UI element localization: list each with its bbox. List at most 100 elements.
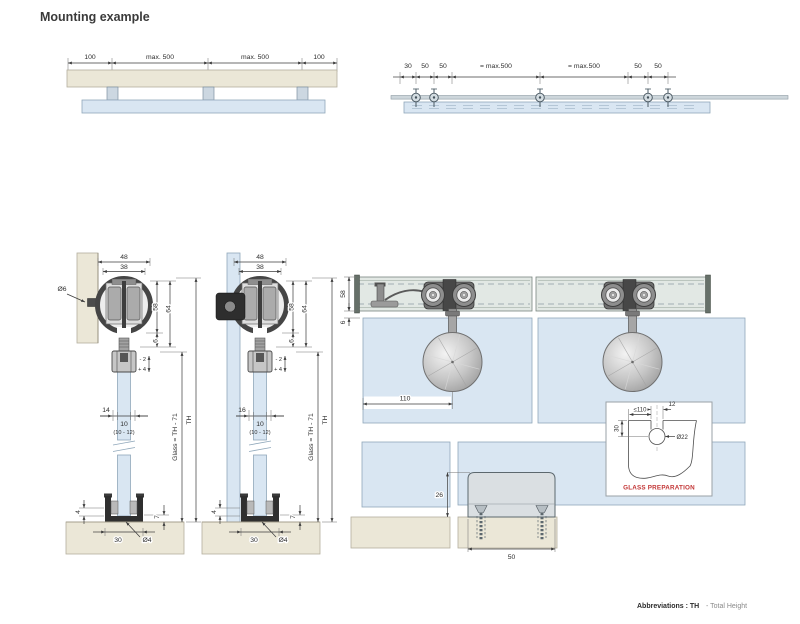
top-elevation-view: 100 max. 500 max. 500 100 (66, 54, 338, 114)
dim-label: 64 (302, 305, 309, 313)
roller (107, 286, 122, 321)
wall-mount-section: Ø6 (57, 252, 201, 555)
hanger-bolt (258, 281, 262, 328)
suspension-point (202, 86, 215, 101)
dim-label: 58 (289, 303, 296, 311)
track-rail (390, 95, 789, 100)
glass-preparation-caption: GLASS PREPARATION (623, 485, 695, 492)
clamp-fastener (663, 88, 673, 107)
dim-label: 26 (435, 492, 443, 499)
glass-height-label: Glass = TH - 71 (308, 413, 315, 461)
dim-label: 6 (153, 339, 160, 343)
dim-label: Ø22 (677, 435, 689, 441)
dim-label: 4 (211, 510, 218, 514)
dim-label: 6 (340, 320, 347, 324)
glass-clamps (411, 88, 673, 107)
dim-label: 50 (421, 63, 429, 70)
dim-label: 4 (75, 510, 82, 514)
floor-screw (535, 505, 549, 541)
dim-label: max. 500 (146, 54, 174, 61)
dim-label: 58 (153, 303, 160, 311)
total-height-label: TH (322, 415, 329, 424)
tolerance-label: - 2 (139, 357, 146, 363)
floor (201, 521, 321, 555)
dim-label: 100 (313, 54, 325, 61)
dim-label: 48 (256, 254, 264, 261)
dim-label: 6 (289, 339, 296, 343)
glass-height-label: Glass = TH - 71 (172, 413, 179, 461)
guide-block (467, 472, 556, 518)
dim-label: 64 (166, 305, 173, 313)
dim-label: 50 (634, 63, 642, 70)
dim-label: 12 (669, 402, 676, 408)
tolerance-label: + 4 (274, 367, 282, 373)
total-height-label: TH (186, 415, 193, 424)
glass-panel-plan (403, 101, 711, 114)
abbreviations-label: Abbreviations : TH (637, 603, 699, 610)
clamp-bolt (224, 300, 236, 313)
dimension-lines (393, 72, 676, 84)
dim-label: Ø4 (278, 537, 287, 544)
clamp-fastener (535, 88, 545, 107)
adjustment-thread (118, 337, 130, 352)
dim-label: = max.500 (568, 63, 600, 70)
page-title: Mounting example (40, 10, 150, 24)
dim-label: max. 500 (241, 54, 269, 61)
roller-wheel (452, 283, 476, 307)
glass-door-panel (253, 454, 267, 517)
track-end-cap (705, 274, 711, 314)
dim-label: 38 (120, 264, 128, 271)
dim-label: 30 (250, 537, 258, 544)
dimension-lines (618, 406, 675, 438)
wall (76, 252, 99, 344)
suspension-point (296, 86, 309, 101)
ceiling-profile (66, 69, 338, 88)
dim-label: 7 (154, 515, 161, 519)
clamp-fastener (429, 88, 439, 107)
dim-label: 50 (439, 63, 447, 70)
roller-wheel (632, 283, 656, 307)
dimension-lines (446, 472, 556, 552)
fixing-disc (602, 332, 663, 392)
floor-guide (104, 493, 144, 522)
dim-label: 30 (404, 63, 412, 70)
dim-label: 16 (238, 407, 246, 414)
dim-label: = max.500 (480, 63, 512, 70)
dim-label: 7 (290, 515, 297, 519)
floor (350, 516, 451, 549)
track-side-view-1: 110 58 6 (339, 274, 533, 424)
dimension-lines (344, 276, 453, 410)
floor (65, 521, 185, 555)
glass-mount-section: 48 38 58 64 6 - 2 + 4 16 10 (10 - 12) Gl… (201, 252, 337, 555)
glass-corner-outline (628, 420, 697, 479)
fixing-disc (422, 332, 483, 392)
dim-label: 48 (120, 254, 128, 261)
footer: Abbreviations : TH - Total Height (637, 603, 747, 610)
adjustment-thread (254, 337, 266, 352)
glass-panel (81, 99, 326, 114)
dim-label: 10 (120, 421, 128, 428)
dim-label: 100 (84, 54, 96, 61)
track-end-cap (354, 274, 360, 314)
clamp-fastener (643, 88, 653, 107)
floor-screw (474, 505, 488, 541)
hole (648, 428, 666, 445)
glass-door-panel (117, 454, 131, 517)
roller-wheel (601, 283, 625, 307)
dim-label: 50 (654, 63, 662, 70)
roller (243, 286, 258, 321)
roller (126, 286, 141, 321)
dim-label: (10 - 12) (249, 430, 270, 436)
roller-wheel (421, 283, 445, 307)
roller-carriage (601, 279, 656, 311)
suspension-point (106, 86, 119, 101)
top-plan-view: 30 50 50 = max.500 = max.500 50 50 (390, 63, 789, 114)
floor-guide (240, 493, 280, 522)
dim-label: 30 (114, 537, 122, 544)
dimension-lines (79, 258, 201, 538)
tolerance-label: - 2 (275, 357, 282, 363)
clamp-fastener (411, 88, 421, 107)
roller (262, 286, 277, 321)
